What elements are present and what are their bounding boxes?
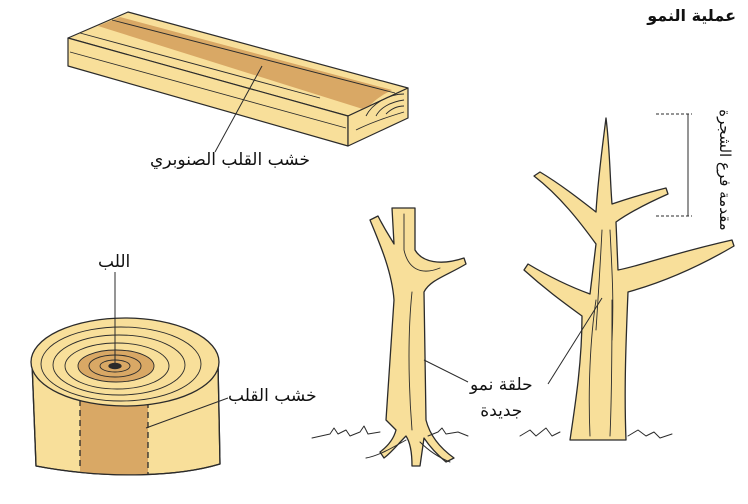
branch-tip-label-box: مقدمة فرع الشجرة: [700, 109, 748, 230]
ring-leader-line-young: [423, 359, 469, 383]
plank-label: خشب القلب الصنوبري: [150, 150, 310, 170]
young-tree: [311, 207, 469, 467]
growth-ring-label: حلقة نمو جديدة: [470, 372, 533, 424]
pith-label: اللب: [98, 252, 131, 272]
diagram-title: عملية النمو: [647, 6, 736, 25]
tree-stump: [30, 317, 221, 476]
heartwood-leader-line: [145, 397, 229, 429]
ring-leader-line-mature: [547, 297, 603, 385]
branch-tip-label: مقدمة فرع الشجرة: [716, 109, 734, 231]
growth-ring-label-line1: حلقة نمو: [470, 375, 533, 395]
mature-tree: [519, 117, 735, 441]
growth-ring-label-line2: جديدة: [480, 401, 523, 421]
pine-plank: [67, 11, 409, 147]
heartwood-label: خشب القلب: [228, 386, 317, 406]
branch-tip-bracket: [656, 113, 692, 217]
plank-leader-line: [214, 65, 263, 153]
pith-core: [108, 362, 122, 370]
